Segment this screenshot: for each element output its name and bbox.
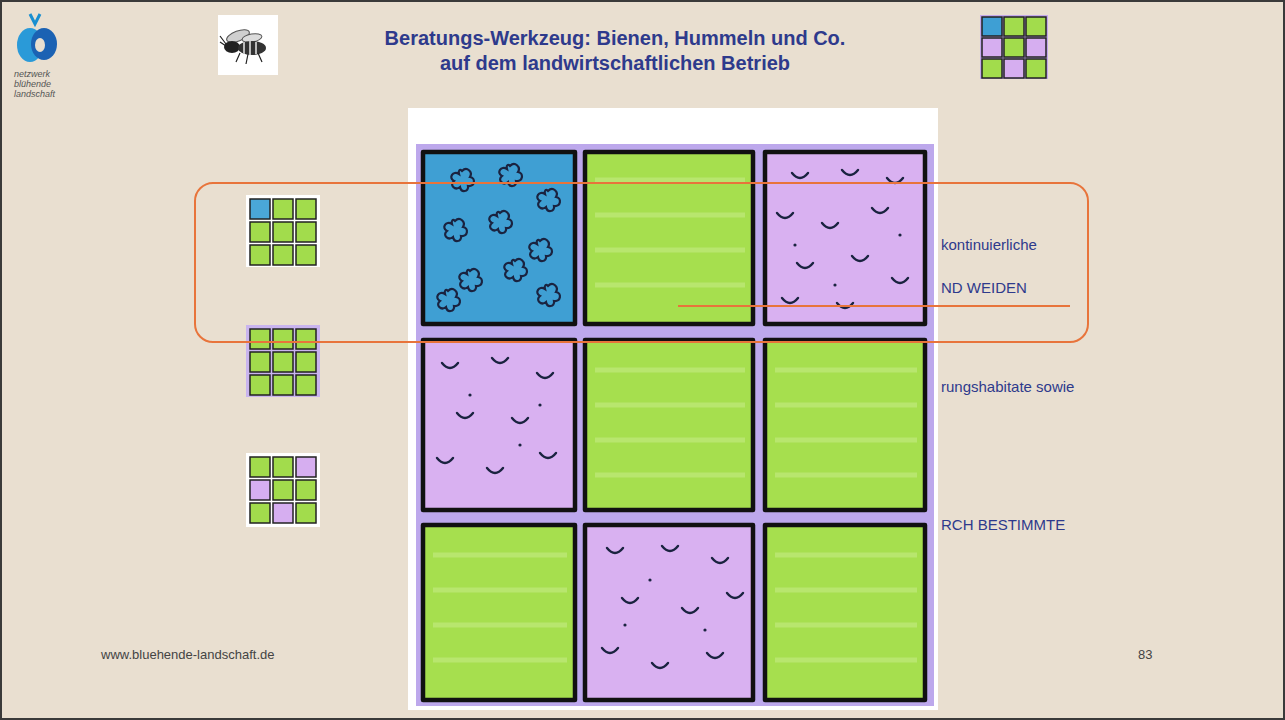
grid-icon <box>980 15 1048 79</box>
bee-picture <box>218 15 278 75</box>
small-grid-icon <box>246 325 320 397</box>
logo-text: netzwerk blühende landschaft <box>14 70 64 100</box>
logo <box>17 14 57 62</box>
highlight-frame <box>195 183 1088 342</box>
small-grid-icon <box>246 453 320 527</box>
slide-title: Beratungs-Werkzeug: Bienen, Hummeln und … <box>384 26 846 76</box>
side-text: RCH BESTIMMTE <box>941 516 1065 533</box>
footer-url: www.bluehende-landschaft.de <box>101 647 274 662</box>
side-text: ND WEIDEN <box>941 279 1027 296</box>
side-text: kontinuierliche <box>941 236 1037 253</box>
page-number: 83 <box>1138 647 1152 662</box>
small-grid-icon <box>246 195 320 267</box>
farm-grid-illustration <box>408 108 938 710</box>
side-text: rungshabitate sowie <box>941 378 1074 395</box>
